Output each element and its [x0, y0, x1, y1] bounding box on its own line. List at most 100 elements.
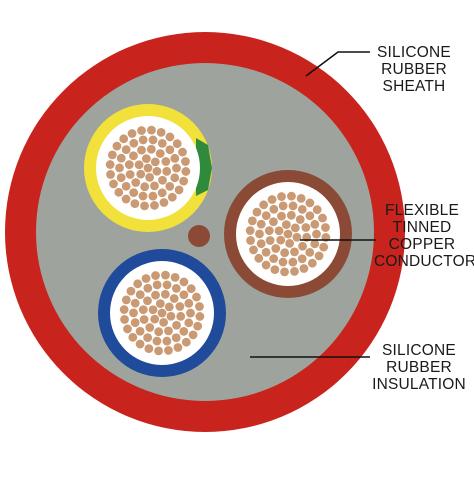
live-core-strands	[245, 191, 331, 277]
earth-copper-strand	[141, 154, 151, 164]
earth-copper-strand	[127, 129, 137, 138]
neutral-copper-strand	[148, 305, 158, 315]
neutral-copper-strand	[123, 324, 132, 334]
sheath-label-line-3: SHEATH	[382, 78, 446, 95]
earth-copper-strand	[129, 188, 139, 198]
neutral-copper-strand	[171, 333, 181, 343]
neutral-copper-strand	[179, 326, 189, 336]
live-copper-strand	[297, 254, 307, 264]
earth-copper-strand	[106, 170, 115, 179]
earth-copper-strand	[138, 191, 148, 201]
earth-copper-strand	[165, 145, 175, 155]
neutral-copper-strand	[120, 315, 129, 324]
earth-copper-strand	[121, 145, 131, 155]
live-copper-strand	[245, 226, 255, 235]
conductor-label-line-2: TINNED	[392, 219, 452, 236]
live-copper-strand	[278, 257, 288, 267]
insulation-label-line-2: RUBBER	[386, 359, 452, 376]
neutral-copper-strand	[139, 315, 149, 324]
neutral-copper-strand	[157, 308, 167, 318]
neutral-copper-strand	[121, 295, 131, 305]
live-copper-strand	[299, 264, 309, 273]
earth-copper-strand	[159, 198, 169, 207]
live-copper-strand	[269, 204, 279, 214]
neutral-copper-strand	[188, 330, 198, 340]
earth-copper-strand	[140, 182, 150, 192]
neutral-copper-strand	[154, 327, 164, 337]
live-copper-strand	[264, 226, 274, 236]
earth-copper-strand	[140, 201, 149, 211]
earth-copper-strand	[150, 157, 160, 167]
earth-copper-strand	[170, 153, 180, 163]
live-copper-strand	[319, 242, 329, 252]
live-copper-strand	[255, 229, 264, 239]
neutral-copper-strand	[179, 277, 189, 287]
neutral-copper-strand	[176, 311, 186, 321]
neutral-copper-strand	[186, 308, 195, 318]
earth-copper-strand	[156, 127, 166, 137]
earth-copper-strand	[109, 179, 118, 189]
live-copper-strand	[269, 217, 278, 227]
neutral-copper-strand	[152, 336, 162, 346]
live-copper-strand	[261, 260, 271, 270]
conductor-label-line-3: COPPER	[388, 236, 456, 253]
live-copper-strand	[288, 201, 298, 211]
live-copper-strand	[312, 205, 322, 215]
neutral-core	[98, 249, 226, 377]
center-filler-thread	[188, 225, 210, 247]
sheath-label-line-1: SILICONE	[377, 44, 451, 61]
earth-copper-strand	[178, 147, 187, 157]
neutral-copper-strand	[135, 290, 145, 300]
live-copper-strand	[247, 216, 257, 226]
live-copper-strand	[321, 223, 330, 232]
neutral-copper-strand	[160, 289, 170, 299]
live-copper-strand	[261, 247, 271, 257]
earth-copper-strand	[148, 135, 158, 145]
live-copper-strand	[312, 229, 321, 239]
earth-copper-strand	[137, 126, 146, 135]
neutral-copper-strand	[161, 270, 170, 280]
neutral-copper-strand	[166, 311, 176, 321]
neutral-copper-strand	[133, 279, 143, 289]
neutral-copper-strand	[128, 332, 138, 342]
live-copper-strand	[261, 211, 271, 221]
neutral-copper-strand	[164, 302, 174, 312]
earth-copper-strand	[130, 199, 140, 209]
neutral-copper-strand	[173, 343, 183, 352]
neutral-copper-strand	[162, 280, 172, 290]
earth-copper-strand	[136, 169, 146, 179]
earth-copper-strand	[114, 187, 124, 197]
insulation-label-line-1: SILICONE	[382, 342, 456, 359]
live-copper-strand	[271, 244, 281, 253]
neutral-copper-strand	[130, 298, 140, 308]
live-copper-strand	[280, 248, 290, 258]
live-copper-strand	[280, 267, 289, 277]
earth-copper-strand	[112, 141, 122, 151]
neutral-copper-strand	[154, 346, 163, 356]
live-copper-strand	[274, 226, 284, 236]
live-copper-strand	[252, 207, 262, 217]
live-copper-strand	[287, 191, 296, 201]
neutral-copper-strand	[150, 314, 160, 324]
neutral-copper-strand	[141, 274, 151, 283]
neutral-copper-strand	[192, 292, 201, 302]
sheath-label: SILICONE RUBBER SHEATH	[372, 44, 456, 95]
earth-copper-strand	[124, 160, 134, 170]
live-copper-strand	[305, 198, 315, 208]
earth-copper-strand	[143, 163, 153, 173]
live-copper-strand	[310, 219, 320, 229]
sheath-leader-line	[305, 51, 370, 77]
earth-copper-strand	[107, 150, 117, 160]
earth-copper-strand	[174, 185, 184, 195]
live-copper-strand	[267, 195, 277, 204]
earth-copper-strand	[157, 138, 167, 148]
live-copper-strand	[265, 236, 275, 245]
neutral-copper-strand	[135, 339, 145, 349]
earth-copper-strand	[115, 163, 124, 173]
neutral-copper-strand	[143, 296, 152, 306]
earth-copper-strand	[145, 172, 155, 182]
neutral-copper-strand	[145, 323, 155, 332]
earth-copper-strand	[148, 191, 158, 201]
neutral-copper-strand	[193, 321, 203, 331]
